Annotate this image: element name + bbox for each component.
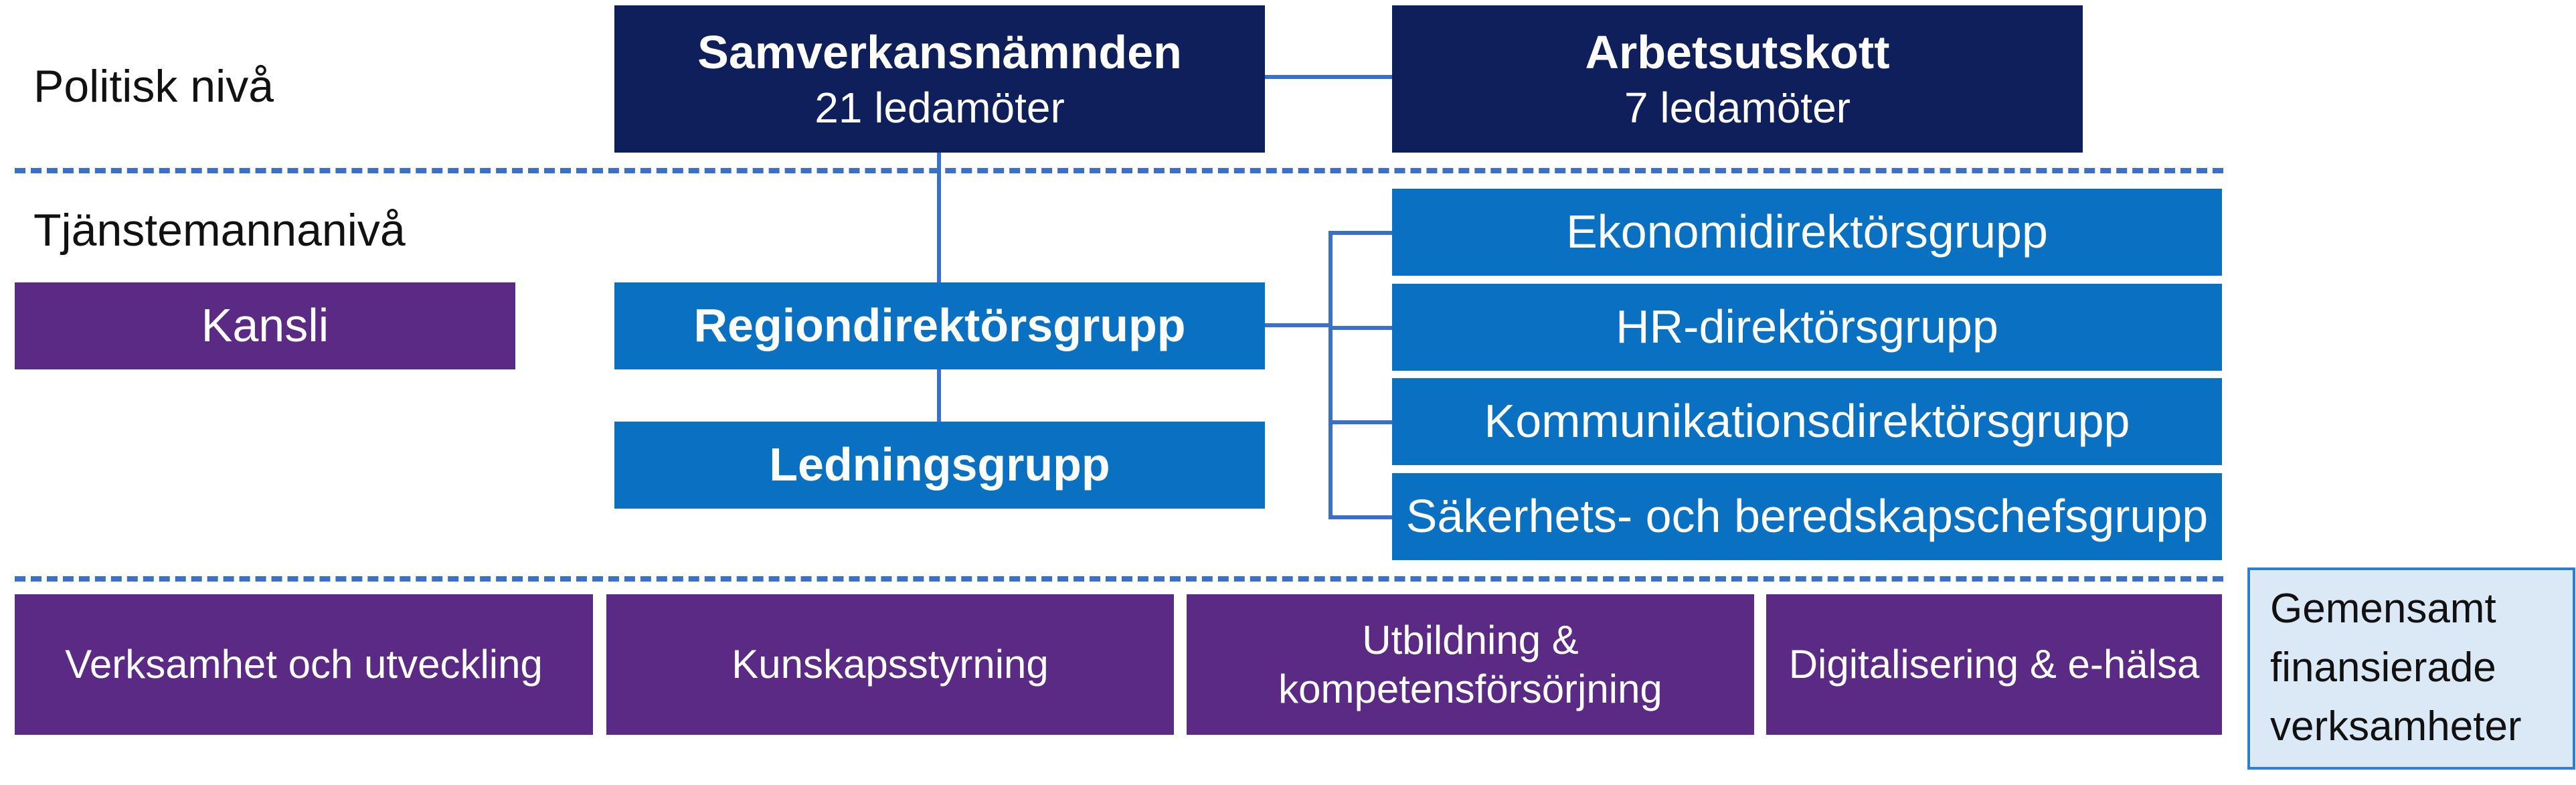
verksamhet-utveckling-box: Verksamhet och utveckling: [15, 594, 593, 735]
hr-direktorsgrupp-box: HR-direktörsgrupp: [1392, 284, 2222, 371]
sakerhets-beredskapschefsgrupp-box: Säkerhets- och beredskapschefsgrupp: [1392, 473, 2222, 560]
ekonomidirektorsgrupp-box: Ekonomidirektörsgrupp: [1392, 189, 2222, 276]
connector-region-groups: [1265, 323, 1332, 327]
regiondirektorsgrupp-label: Regiondirektörsgrupp: [693, 299, 1186, 352]
connector-groups-vertical: [1328, 231, 1333, 519]
utbildning-kompetens-box: Utbildning & kompetensförsörjning: [1187, 594, 1754, 735]
connector-group-4: [1328, 515, 1395, 519]
ekonomidirektorsgrupp-label: Ekonomidirektörsgrupp: [1566, 205, 2048, 258]
regiondirektorsgrupp-box: Regiondirektörsgrupp: [614, 282, 1265, 369]
hr-direktorsgrupp-label: HR-direktörsgrupp: [1616, 300, 1998, 353]
arbetsutskott-box: Arbetsutskott 7 ledamöter: [1392, 5, 2083, 153]
ledningsgrupp-box: Ledningsgrupp: [614, 422, 1265, 509]
kansli-label: Kansli: [201, 299, 329, 352]
connector-group-2: [1328, 326, 1395, 330]
gemensamt-finansierade-callout: Gemensamt finansierade verksamheter: [2247, 568, 2575, 770]
arbetsutskott-subtitle: 7 ledamöter: [1624, 83, 1851, 132]
arbetsutskott-title: Arbetsutskott: [1585, 26, 1890, 79]
sakerhets-beredskapschefsgrupp-label: Säkerhets- och beredskapschefsgrupp: [1405, 490, 2209, 543]
level-divider-top: [15, 168, 2223, 173]
samverkansnamnden-subtitle: 21 ledamöter: [814, 83, 1065, 132]
connector-group-1: [1328, 231, 1395, 235]
samverkansnamnden-box: Samverkansnämnden 21 ledamöter: [614, 5, 1265, 153]
connector-samverkan-arbetsutskott: [1265, 75, 1392, 79]
operation-line1: Verksamhet och utveckling: [65, 642, 543, 687]
operation-line2: kompetensförsörjning: [1278, 667, 1662, 711]
level-divider-bottom: [15, 576, 2223, 582]
operation-line1: Utbildning &: [1362, 617, 1579, 663]
level-label-political: Politisk nivå: [33, 61, 274, 112]
kunskapsstyrning-box: Kunskapsstyrning: [606, 594, 1174, 735]
kommunikationsdirektorsgrupp-box: Kommunikationsdirektörsgrupp: [1392, 378, 2222, 465]
kansli-box: Kansli: [15, 282, 515, 369]
level-label-official: Tjänstemannanivå: [33, 205, 406, 256]
samverkansnamnden-title: Samverkansnämnden: [697, 26, 1182, 79]
connector-group-3: [1328, 420, 1395, 424]
kommunikationsdirektorsgrupp-label: Kommunikationsdirektörsgrupp: [1484, 395, 2130, 448]
connector-region-ledning: [937, 369, 941, 422]
operation-line1: Kunskapsstyrning: [732, 642, 1049, 687]
callout-line1: Gemensamt: [2270, 586, 2496, 632]
connector-samverkan-region: [937, 153, 941, 283]
callout-line3: verksamheter: [2270, 703, 2522, 750]
ledningsgrupp-label: Ledningsgrupp: [769, 438, 1110, 491]
callout-line2: finansierade: [2270, 644, 2496, 691]
operation-line1: Digitalisering & e-hälsa: [1788, 642, 2200, 687]
digitalisering-ehalsa-box: Digitalisering & e-hälsa: [1766, 594, 2222, 735]
